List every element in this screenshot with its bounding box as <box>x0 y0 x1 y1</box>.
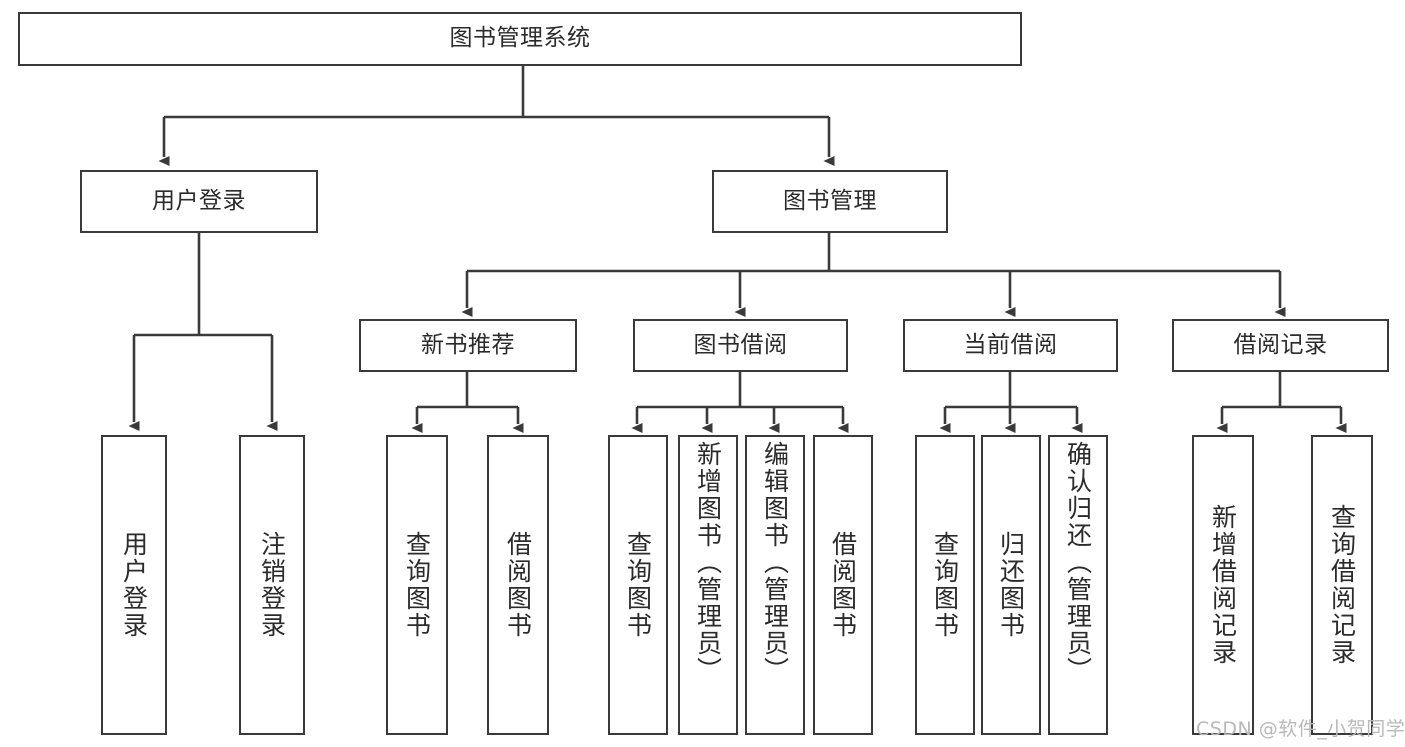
node-current-borrow[interactable]: 当前借阅 <box>903 319 1118 372</box>
leaf-book-borrow-2[interactable]: 新增图书（管理员） <box>678 435 738 735</box>
leaf-user-login-2-label: 注销登录 <box>257 531 287 639</box>
leaf-new-book-2-label: 借阅图书 <box>503 531 533 639</box>
leaf-book-borrow-3[interactable]: 编辑图书（管理员） <box>745 435 805 735</box>
leaf-book-borrow-4[interactable]: 借阅图书 <box>813 435 873 735</box>
leaf-current-borrow-2-label: 归还图书 <box>996 531 1026 639</box>
leaf-new-book-1-label: 查询图书 <box>402 531 432 639</box>
node-book-borrow[interactable]: 图书借阅 <box>633 319 848 372</box>
leaf-user-login-1-label: 用户登录 <box>119 531 149 639</box>
node-current-borrow-label: 当前借阅 <box>963 331 1058 358</box>
leaf-user-login-2[interactable]: 注销登录 <box>239 435 305 735</box>
node-root[interactable]: 图书管理系统 <box>18 12 1022 66</box>
node-book-manage-label: 图书管理 <box>783 187 877 214</box>
leaf-user-login-1[interactable]: 用户登录 <box>101 435 167 735</box>
node-book-manage[interactable]: 图书管理 <box>712 170 948 233</box>
node-new-book-recommend[interactable]: 新书推荐 <box>359 319 577 372</box>
leaf-book-borrow-1-label: 查询图书 <box>623 531 653 639</box>
node-book-borrow-label: 图书借阅 <box>693 331 788 358</box>
leaf-book-borrow-3-label: 编辑图书（管理员） <box>760 441 790 684</box>
leaf-book-borrow-2-label: 新增图书（管理员） <box>693 441 723 684</box>
leaf-new-book-2[interactable]: 借阅图书 <box>487 435 549 735</box>
leaf-new-book-1[interactable]: 查询图书 <box>386 435 448 735</box>
node-borrow-records-label: 借阅记录 <box>1233 331 1328 358</box>
leaf-borrow-records-2-label: 查询借阅记录 <box>1327 504 1357 666</box>
leaf-borrow-records-1[interactable]: 新增借阅记录 <box>1192 435 1254 735</box>
node-new-book-recommend-label: 新书推荐 <box>421 331 515 358</box>
leaf-current-borrow-1[interactable]: 查询图书 <box>915 435 975 735</box>
node-user-login-label: 用户登录 <box>152 187 246 214</box>
leaf-borrow-records-2[interactable]: 查询借阅记录 <box>1311 435 1373 735</box>
leaf-current-borrow-2[interactable]: 归还图书 <box>981 435 1041 735</box>
leaf-current-borrow-3[interactable]: 确认归还（管理员） <box>1048 435 1108 735</box>
leaf-book-borrow-1[interactable]: 查询图书 <box>608 435 668 735</box>
leaf-current-borrow-1-label: 查询图书 <box>930 531 960 639</box>
node-borrow-records[interactable]: 借阅记录 <box>1172 319 1389 372</box>
node-user-login[interactable]: 用户登录 <box>80 170 318 233</box>
leaf-current-borrow-3-label: 确认归还（管理员） <box>1063 441 1093 684</box>
node-root-label: 图书管理系统 <box>449 25 591 52</box>
leaf-borrow-records-1-label: 新增借阅记录 <box>1208 504 1238 666</box>
csdn-watermark: CSDN @软件_小贺同学 <box>1196 718 1405 740</box>
leaf-book-borrow-4-label: 借阅图书 <box>828 531 858 639</box>
